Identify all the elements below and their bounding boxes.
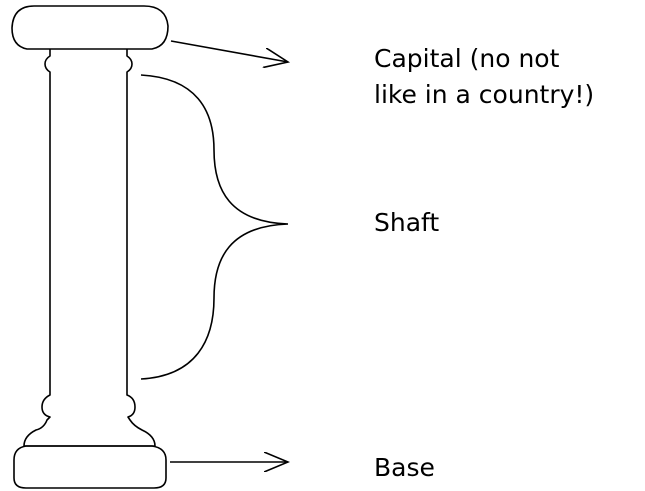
column-base (13, 445, 167, 489)
capital-label-line1: Capital (no not (374, 44, 560, 73)
shaft-label: Shaft (374, 208, 440, 237)
column-shaft (23, 49, 156, 447)
capital-arrow (170, 40, 288, 62)
capital-label-line2: like in a country!) (374, 80, 595, 109)
base-label: Base (374, 453, 435, 482)
shaft-brace (140, 74, 289, 380)
column-capital (11, 5, 169, 50)
capital-label: Capital (no not like in a country!) (374, 41, 594, 113)
